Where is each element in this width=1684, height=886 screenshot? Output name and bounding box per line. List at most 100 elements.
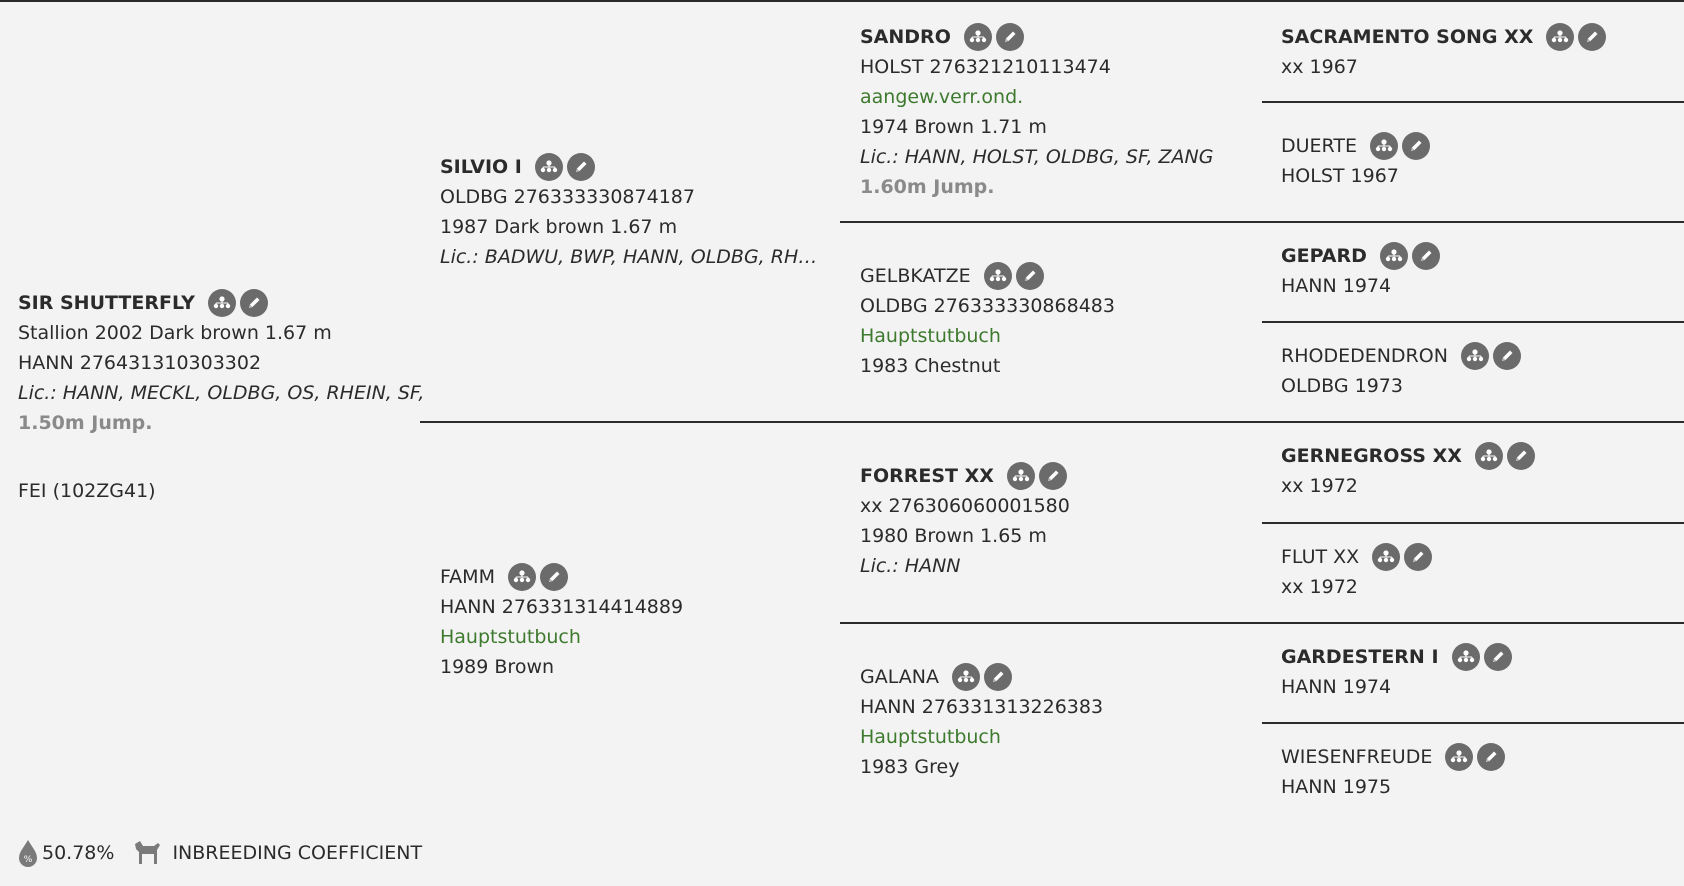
pedigree-icon[interactable] [1006,462,1035,490]
pedigree-icon[interactable] [207,289,236,317]
edit-icon[interactable] [1492,342,1521,370]
horse-info: HANN 1975 [1281,776,1392,798]
horse-name-link[interactable]: SILVIO I [440,156,522,178]
horse-name-row: WIESENFREUDE [1281,742,1506,772]
icon-group [1379,242,1440,270]
pedigree-icon[interactable] [534,153,563,181]
horse-name-link[interactable]: FLUT XX [1281,546,1360,568]
dam: FAMM HANN 276331314414889 Hauptstutbuch … [440,562,683,682]
sire-dam: GELBKATZE OLDBG 276333330868483 Hauptstu… [860,261,1115,381]
pedigree-icon[interactable] [983,262,1012,290]
edit-icon[interactable] [983,663,1012,691]
licensing: Lic.: HANN, MECKL, OLDBG, OS, RHEIN, SF, [18,382,425,404]
icon-group [1372,543,1433,571]
horse-name-link[interactable]: GERNEGROSS XX [1281,445,1462,467]
pedigree-icon[interactable] [1379,242,1408,270]
horse-info: 1989 Brown [440,656,555,678]
svg-text:%: % [24,855,33,865]
gen4-horse: FLUT XX xx 1972 [1281,542,1433,602]
icon-group [507,563,568,591]
pedigree-icon[interactable] [1372,543,1401,571]
edit-icon[interactable] [566,153,595,181]
pedigree-icon[interactable] [1460,342,1489,370]
horse-name-row: DUERTE [1281,131,1430,161]
gen4-horse: GEPARD HANN 1974 [1281,241,1440,301]
horse-name-link[interactable]: GEPARD [1281,245,1367,267]
icon-group [963,23,1024,51]
horse-name-row: SIR SHUTTERFLY [18,288,424,318]
horse-name-link[interactable]: FAMM [440,566,495,588]
horse-name-row: FLUT XX [1281,542,1433,572]
edit-icon[interactable] [1506,442,1535,470]
dam-sire: FORREST XX xx 276306060001580 1980 Brown… [860,461,1070,581]
horse-info: xx 1972 [1281,576,1358,598]
edit-icon[interactable] [1401,132,1430,160]
icon-group [951,663,1012,691]
horse-name-link[interactable]: WIESENFREUDE [1281,746,1433,768]
horse-name-link[interactable]: SANDRO [860,26,951,48]
edit-icon[interactable] [1578,23,1607,51]
pedigree-icon[interactable] [1546,23,1575,51]
icon-group [534,153,595,181]
registration-number: OLDBG 276333330868483 [860,295,1115,317]
performance: 1.50m Jump. [18,412,153,434]
horse-name-row: GARDESTERN I [1281,642,1512,672]
icon-group [207,289,268,317]
icon-group [1451,643,1512,671]
pedigree-icon[interactable] [1474,442,1503,470]
edit-icon[interactable] [995,23,1024,51]
pedigree-icon[interactable] [507,563,536,591]
horse-info: Stallion 2002 Dark brown 1.67 m [18,322,332,344]
horse-name-link[interactable]: FORREST XX [860,465,994,487]
edit-icon[interactable] [1038,462,1067,490]
licensing: Lic.: HANN, HOLST, OLDBG, SF, ZANG [860,146,1214,168]
gen4-horse: WIESENFREUDE HANN 1975 [1281,742,1506,802]
fei-id: FEI (102ZG41) [18,480,156,502]
horse-name-link[interactable]: GARDESTERN I [1281,646,1439,668]
pedigree-icon[interactable] [1369,132,1398,160]
edit-icon[interactable] [1477,743,1506,771]
icon-group [1369,132,1430,160]
studbook-status: Hauptstutbuch [860,325,1001,347]
horse-name-link[interactable]: SIR SHUTTERFLY [18,292,195,314]
horse-name-link[interactable]: GALANA [860,666,939,688]
pedigree-icon[interactable] [1451,643,1480,671]
horse-info: xx 1967 [1281,56,1358,78]
horse-name-row: GERNEGROSS XX [1281,441,1535,471]
inbreeding-row: % 50.78% INBREEDING COEFFICIENT [18,838,422,868]
icon-group [1474,442,1535,470]
edit-icon[interactable] [1404,543,1433,571]
horse-name-link[interactable]: SACRAMENTO SONG XX [1281,26,1534,48]
edit-icon[interactable] [1015,262,1044,290]
divider-sire-parents [840,221,1684,223]
studbook-status: Hauptstutbuch [860,726,1001,748]
registration-number: HANN 276431310303302 [18,352,262,374]
horse-name-link[interactable]: DUERTE [1281,135,1357,157]
horse-name-link[interactable]: RHODEDENDRON [1281,345,1448,367]
edit-icon[interactable] [1483,643,1512,671]
registration-number: HANN 276331314414889 [440,596,684,618]
edit-icon[interactable] [1411,242,1440,270]
horse-name-row: GALANA [860,662,1103,692]
divider-gen4 [1262,101,1684,103]
horse-info: 1980 Brown 1.65 m [860,525,1047,547]
blood-percent-icon: % [18,839,38,867]
horse-name-row: FAMM [440,562,683,592]
divider-gen4 [1262,522,1684,524]
horse-name-link[interactable]: GELBKATZE [860,265,971,287]
horse-name-row: GEPARD [1281,241,1440,271]
gen4-horse: RHODEDENDRON OLDBG 1973 [1281,341,1521,401]
edit-icon[interactable] [539,563,568,591]
icon-group [1445,743,1506,771]
pedigree-icon[interactable] [951,663,980,691]
studbook-status: Hauptstutbuch [440,626,581,648]
registration-number: xx 276306060001580 [860,495,1070,517]
pedigree-icon[interactable] [963,23,992,51]
horse-name-row: SACRAMENTO SONG XX [1281,22,1607,52]
horse-name-row: SILVIO I [440,152,820,182]
horse-info: 1983 Grey [860,756,960,778]
horse-info: HANN 1974 [1281,676,1392,698]
pedigree-icon[interactable] [1445,743,1474,771]
edit-icon[interactable] [239,289,268,317]
divider-gen4 [1262,321,1684,323]
